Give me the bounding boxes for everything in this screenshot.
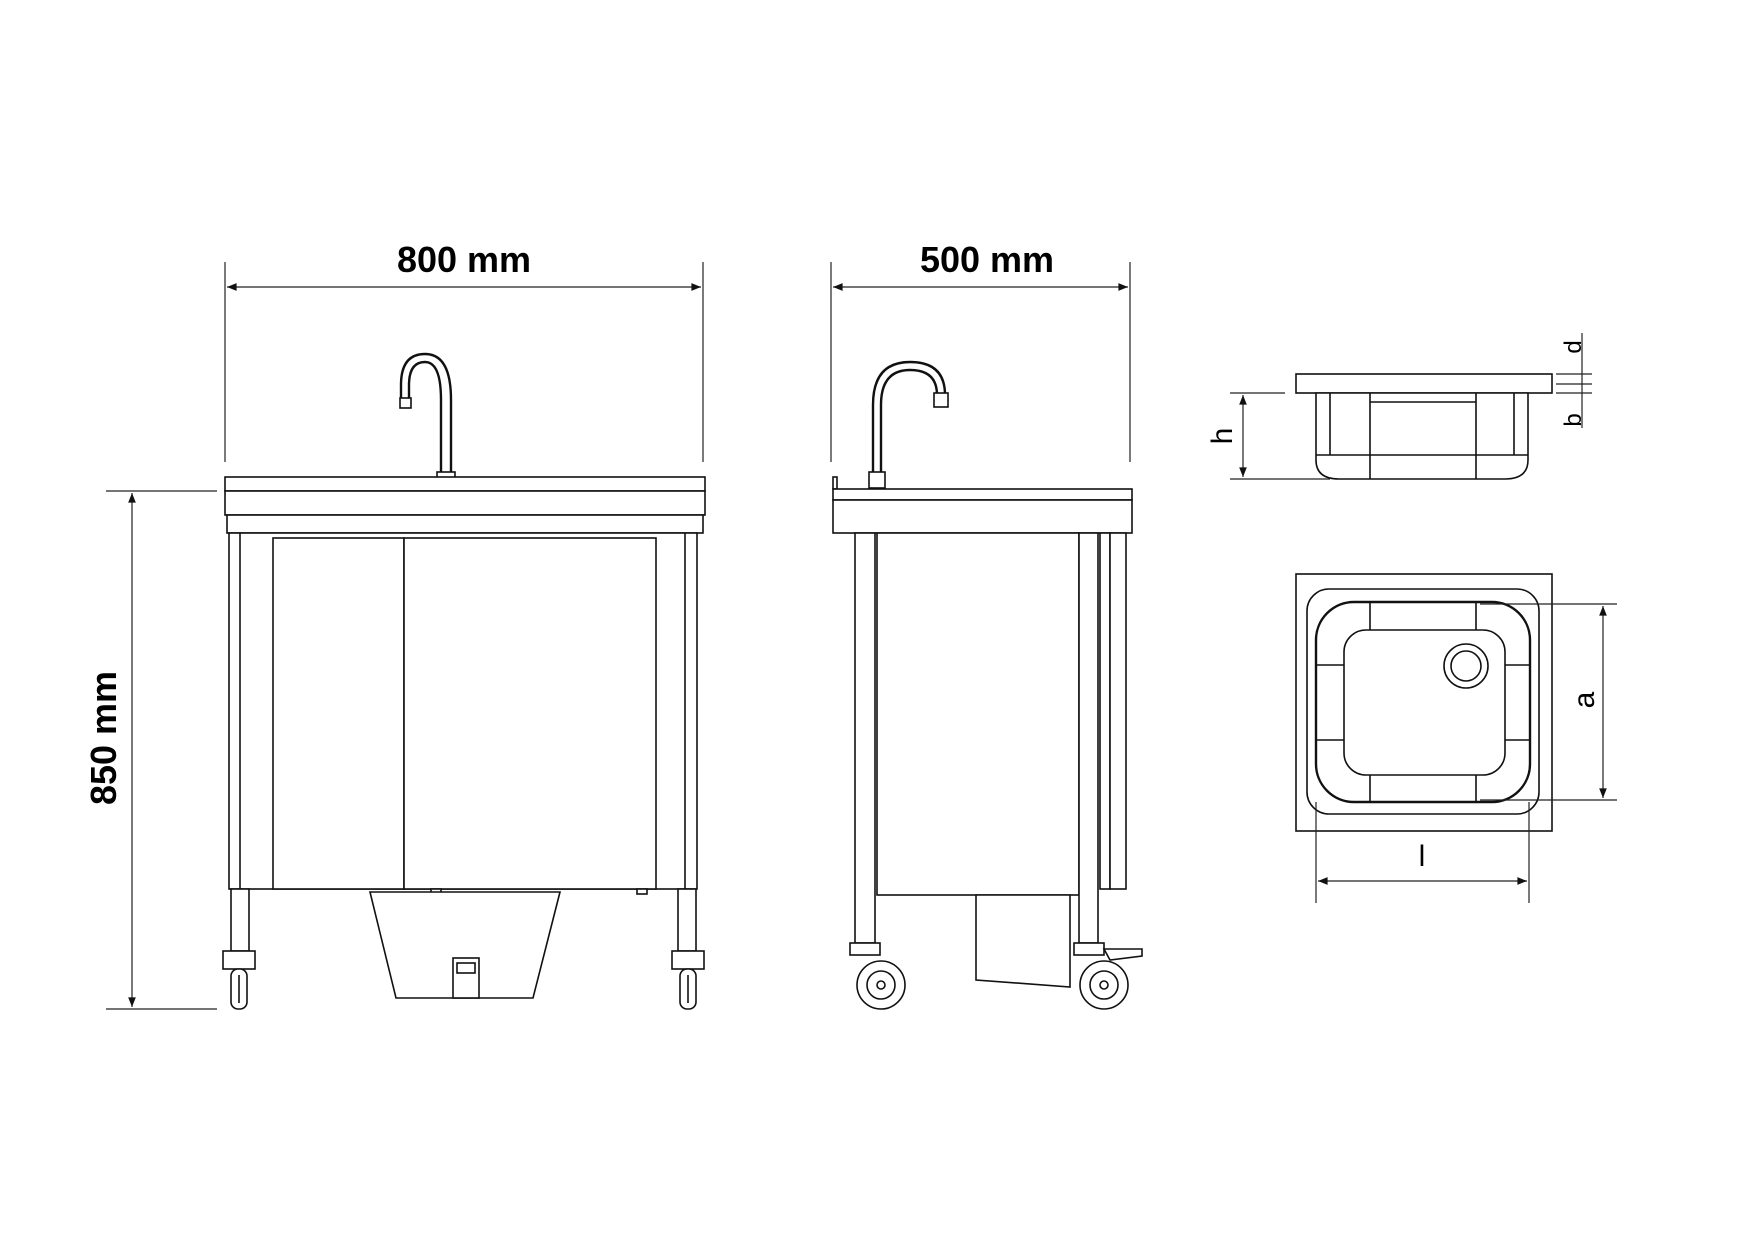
front-view: 800 mm 850 mm: [83, 239, 706, 1010]
side-cabinet: [854, 532, 1127, 988]
sink-side-view: h d b: [1206, 333, 1592, 480]
side-casters: [849, 942, 1143, 1010]
width-label: 800 mm: [397, 239, 531, 280]
bin-panel: [975, 894, 1071, 988]
side-countertop: [832, 476, 1133, 534]
a-dimension: a: [1480, 603, 1617, 801]
b-label: b: [1560, 413, 1587, 426]
d-b-dimension: d b: [1556, 333, 1592, 428]
h-dimension: h: [1206, 392, 1330, 480]
l-dimension: l: [1315, 802, 1530, 903]
d-label: d: [1560, 340, 1587, 353]
a-label: a: [1568, 691, 1601, 708]
faucet: [399, 352, 456, 489]
right-door: [403, 537, 657, 890]
front-casters: [222, 950, 705, 1010]
sink-top-view: a l: [1295, 573, 1617, 903]
cabinet: [228, 532, 698, 895]
width-dimension: 800 mm: [224, 239, 704, 462]
l-label: l: [1419, 840, 1426, 873]
countertop: [224, 476, 706, 534]
pedal-bin: [368, 891, 562, 999]
h-label: h: [1206, 428, 1239, 445]
height-label: 850 mm: [83, 671, 124, 805]
height-dimension: 850 mm: [83, 490, 217, 1010]
side-view: 500 mm: [830, 239, 1143, 1010]
depth-dimension: 500 mm: [830, 239, 1131, 462]
left-door: [272, 537, 405, 890]
brake-lever: [1102, 948, 1143, 961]
drain-icon: [1443, 643, 1489, 689]
depth-label: 500 mm: [920, 239, 1054, 280]
side-faucet: [868, 360, 949, 489]
